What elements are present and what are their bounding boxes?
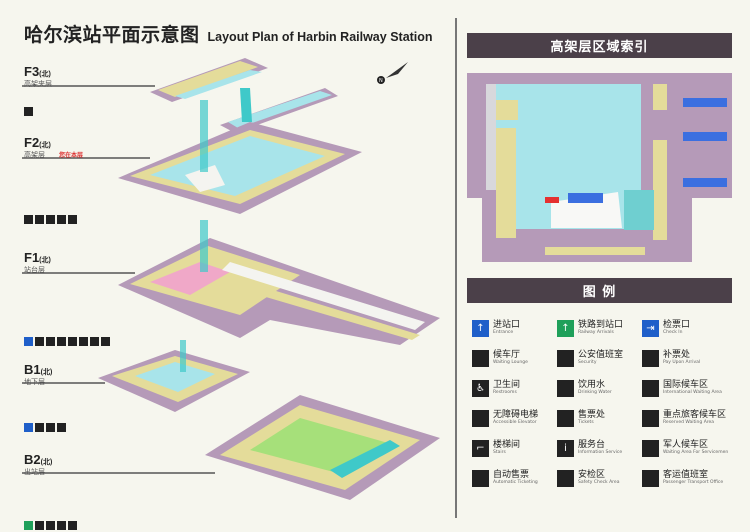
entrance-icon: ↑ [472, 319, 489, 337]
legend-label-cn: 公安值班室 [578, 350, 624, 360]
legend-label-en: Safety Check Area [578, 480, 620, 485]
title-cn: 哈尔滨站平面示意图 [24, 24, 200, 46]
legend-label-en: Waiting Lounge [493, 360, 528, 365]
legend-label-en: Restrooms [493, 390, 517, 395]
info-icon: i [557, 439, 574, 457]
legend-label-en: Passenger Transport Office [663, 480, 724, 485]
waiting-lounge-icon [472, 349, 489, 367]
legend-label-en: Tickets [578, 420, 594, 425]
check-in-icon: ⇥ [642, 319, 659, 337]
divider [455, 18, 457, 518]
compass-icon: N [377, 62, 408, 84]
water-icon [557, 379, 574, 397]
legend-label-en: Check In [663, 330, 683, 335]
international-waiting-icon [642, 379, 659, 397]
legend-label-en: Security [578, 360, 597, 365]
floor-f2-plan [22, 100, 362, 214]
elevator-icon [472, 409, 489, 427]
ticket-office-icon [557, 409, 574, 427]
svg-text:N: N [379, 78, 383, 84]
isometric-floor-map: N [22, 58, 440, 500]
title-en: Layout Plan of Harbin Railway Station [207, 30, 433, 44]
security-check-icon [557, 469, 574, 487]
floor-label-f2: F2(北) 高架层您在本层 [24, 135, 83, 224]
legend-label-cn: 卫生间 [493, 380, 521, 390]
floor-b2-plan [22, 395, 440, 500]
legend-label-en: Pay Upon Arrival [663, 360, 701, 365]
floor-label-f1: F1(北) 站台层 [24, 250, 110, 346]
legend-label-en: Stairs [493, 450, 506, 455]
floor-label-b2: B2(北) 出站层 [24, 452, 77, 530]
index-header: 高架层区域索引 [467, 33, 732, 58]
reserved-waiting-icon [642, 409, 659, 427]
floor-b1-plan [22, 340, 250, 412]
legend-label-en: Entrance [493, 330, 514, 335]
legend-label-cn: 自动售票 [493, 470, 530, 480]
legend-label-en: Automatic Ticketing [493, 480, 538, 485]
legend-label-cn: 楼梯间 [493, 440, 521, 450]
legend-label-cn: 无障碍电梯 [493, 410, 539, 420]
ticket-machine-icon [472, 469, 489, 487]
floor-f3-plan [22, 58, 338, 133]
legend-label-en: Accessible Elevator [493, 420, 537, 425]
legend-label-cn: 候车厅 [493, 350, 521, 360]
legend-label-en: Information Service [578, 450, 623, 455]
legend-label-cn: 客运值班室 [663, 470, 709, 480]
legend-label-cn: 铁路到站口 [578, 320, 624, 330]
legend-label-cn: 国际候车区 [663, 380, 709, 390]
restroom-icon: ♿ [472, 379, 489, 397]
pay-ticket-icon [642, 349, 659, 367]
servicemen-waiting-icon [642, 439, 659, 457]
floor-f1-plan [22, 220, 440, 345]
floor-label-f3: F3(北) 高架夹层 [24, 64, 52, 116]
legend-label-cn: 重点旅客候车区 [663, 410, 727, 420]
legend-header: 图 例 [467, 278, 732, 303]
legend-label-cn: 服务台 [578, 440, 606, 450]
legend-label-en: Railway Arrivals [578, 330, 614, 335]
stairs-icon: ⌐ [472, 439, 489, 457]
legend-label-en: Waiting Area For Servicemen [663, 450, 729, 455]
legend-label-cn: 进站口 [493, 320, 521, 330]
legend-label-en: Reserved Waiting Area [663, 420, 715, 425]
legend-label-cn: 补票处 [663, 350, 691, 360]
transport-office-icon [642, 469, 659, 487]
police-icon [557, 349, 574, 367]
legend-label-en: International Waiting Area [663, 390, 722, 395]
page-title: 哈尔滨站平面示意图 Layout Plan of Harbin Railway … [24, 20, 433, 47]
legend-label-en: Drinking Water [578, 390, 612, 395]
legend-label-cn: 售票处 [578, 410, 606, 420]
arrival-exit-icon: ↑ [557, 319, 574, 337]
legend-label-cn: 饮用水 [578, 380, 606, 390]
floor-label-b1: B1(北) 地下层 [24, 362, 66, 432]
you-are-here-marker: 您在本层 [59, 152, 84, 159]
legend-label-cn: 军人候车区 [663, 440, 709, 450]
legend-label-cn: 检票口 [663, 320, 691, 330]
legend-label-cn: 安检区 [578, 470, 606, 480]
